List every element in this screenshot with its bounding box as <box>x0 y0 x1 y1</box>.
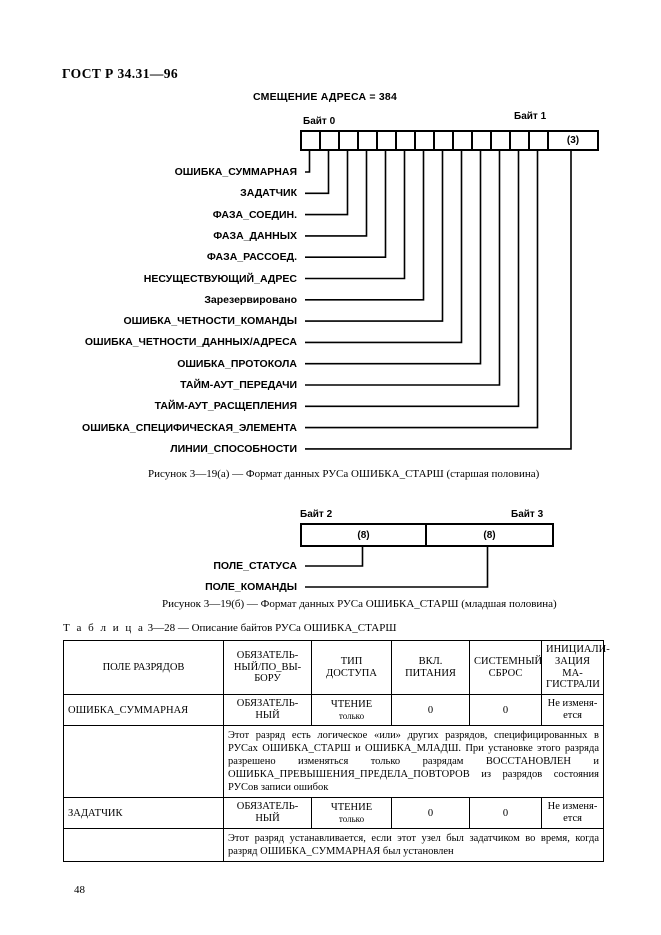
header-power-on: ВКЛ. ПИТАНИЯ <box>391 640 470 695</box>
bit-label: ТАЙМ-АУТ_РАСЩЕПЛЕНИЯ <box>154 400 297 413</box>
bit-cell <box>397 132 416 149</box>
table-row: ЗАДАТЧИК ОБЯЗАТЕЛЬ- НЫЙ ЧТЕНИЕ только 0 … <box>63 797 604 830</box>
cell-note-spacer <box>63 828 224 863</box>
leader-line <box>305 151 368 237</box>
page-number: 48 <box>74 884 85 896</box>
cell-bus-init: Не изменя- ется <box>541 693 604 727</box>
bit-cell <box>416 132 435 149</box>
leader-line <box>305 151 463 344</box>
byte1-label: Байт 1 <box>514 111 547 122</box>
header-system-reset: СИСТЕМНЫЙ СБРОС <box>469 640 542 695</box>
bit-label: ОШИБКА_ЧЕТНОСТИ_КОМАНДЫ <box>123 315 297 328</box>
byte-cell: (8) <box>483 529 496 541</box>
cell-field: ЗАДАТЧИК <box>63 797 224 830</box>
cell-note: Этот разряд есть логическое «или» других… <box>223 725 604 799</box>
bit-label: ОШИБКА_ПРОТОКОЛА <box>177 357 297 370</box>
table-caption-rest: 3—28 — Описание байтов РУСа ОШИБКА_СТАРШ <box>147 622 397 634</box>
leader-line <box>305 151 482 365</box>
byte3-label: Байт 3 <box>511 509 544 520</box>
bit-label: ОШИБКА_ЧЕТНОСТИ_ДАННЫХ/АДРЕСА <box>84 336 297 349</box>
table-note-row: Этот разряд есть логическое «или» других… <box>63 725 604 799</box>
leader-line <box>305 151 572 450</box>
bit-label: ФАЗА_СОЕДИН. <box>212 208 297 221</box>
cell-access-type: ЧТЕНИЕ только <box>311 797 392 830</box>
bit-cell <box>302 132 321 149</box>
register-description-table: ПОЛЕ РАЗРЯДОВ ОБЯЗАТЕЛЬ- НЫЙ/ПО_ВЫ- БОРУ… <box>63 640 610 863</box>
bit-label: ЗАДАТЧИК <box>240 187 297 200</box>
byte0-label: Байт 0 <box>303 116 336 127</box>
leader-line <box>305 151 406 280</box>
leader-line <box>305 151 330 195</box>
bit-label: ФАЗА_ДАННЫХ <box>213 229 297 242</box>
leader-line <box>305 547 489 588</box>
leader-line <box>305 151 520 408</box>
bit-label: НЕСУЩЕСТВУЮЩИЙ_АДРЕС <box>143 272 297 285</box>
bit-cell-wide: (3) <box>566 135 580 146</box>
bit-cell <box>492 132 511 149</box>
table-caption-prefix: Т а б л и ц а <box>63 622 145 634</box>
leader-line <box>305 151 387 258</box>
cell-mandatory: ОБЯЗАТЕЛЬ- НЫЙ <box>223 797 312 830</box>
cell-note-spacer <box>63 725 224 799</box>
leader-line <box>305 151 539 429</box>
cell-note: Этот разряд устанавливается, если этот у… <box>223 828 604 863</box>
cell-mandatory: ОБЯЗАТЕЛЬ- НЫЙ <box>223 693 312 727</box>
bit-cell <box>340 132 359 149</box>
leader-line <box>305 151 425 301</box>
cell-power-on: 0 <box>391 693 470 727</box>
bit-cell <box>378 132 397 149</box>
cell-system-reset: 0 <box>469 797 542 830</box>
figure-b-caption: Рисунок 3—19(б) — Формат данных РУСа ОШИ… <box>162 598 557 610</box>
header-bus-init: ИНИЦИАЛИ- ЗАЦИЯ МА- ГИСТРАЛИ <box>541 640 610 695</box>
cell-access-type: ЧТЕНИЕ только <box>311 693 392 727</box>
bit-label: Зарезервировано <box>204 293 297 306</box>
bit-cell <box>473 132 492 149</box>
byte-cell: (8) <box>302 525 427 545</box>
cell-field: ОШИБКА_СУММАРНАЯ <box>63 693 224 727</box>
bit-field-row-lower: (8) (8) <box>300 523 554 547</box>
header-mandatory: ОБЯЗАТЕЛЬ- НЫЙ/ПО_ВЫ- БОРУ <box>223 640 312 695</box>
leader-line <box>305 151 501 386</box>
address-offset-title: СМЕЩЕНИЕ АДРЕСА = 384 <box>253 91 397 103</box>
table-caption: Т а б л и ц а 3—28 — Описание байтов РУС… <box>63 622 396 634</box>
bit-cell <box>530 132 549 149</box>
byte2-label: Байт 2 <box>300 509 333 520</box>
bit-cell <box>321 132 340 149</box>
leader-line <box>305 547 364 567</box>
bit-label: ФАЗА_РАССОЕД. <box>206 251 297 264</box>
bit-label: ЛИНИИ_СПОСОБНОСТИ <box>170 442 297 455</box>
bit-cell <box>511 132 530 149</box>
byte-label: ПОЛЕ_СТАТУСА <box>213 560 297 572</box>
bit-cell <box>435 132 454 149</box>
bit-label: ОШИБКА_СПЕЦИФИЧЕСКАЯ_ЭЛЕМЕНТА <box>82 421 297 434</box>
cell-power-on: 0 <box>391 797 470 830</box>
standard-number: ГОСТ Р 34.31—96 <box>62 66 179 81</box>
bit-field-row-upper: (3) <box>300 130 599 151</box>
bit-label: ОШИБКА_СУММАРНАЯ <box>174 166 297 178</box>
bit-cell <box>359 132 378 149</box>
leader-line <box>305 151 349 216</box>
table-header-row: ПОЛЕ РАЗРЯДОВ ОБЯЗАТЕЛЬ- НЫЙ/ПО_ВЫ- БОРУ… <box>63 640 610 695</box>
header-access-type: ТИП ДОСТУПА <box>311 640 392 695</box>
bit-label: ТАЙМ-АУТ_ПЕРЕДАЧИ <box>180 379 297 391</box>
cell-bus-init: Не изменя- ется <box>541 797 604 830</box>
figure-a-caption: Рисунок 3—19(а) — Формат данных РУСа ОШИ… <box>148 468 540 480</box>
leader-line <box>305 151 444 322</box>
leader-line <box>305 151 311 173</box>
table-row: ОШИБКА_СУММАРНАЯ ОБЯЗАТЕЛЬ- НЫЙ ЧТЕНИЕ т… <box>63 693 604 727</box>
cell-system-reset: 0 <box>469 693 542 727</box>
header-field: ПОЛЕ РАЗРЯДОВ <box>63 640 224 695</box>
bit-cell <box>454 132 473 149</box>
table-note-row: Этот разряд устанавливается, если этот у… <box>63 828 604 863</box>
byte-label: ПОЛЕ_КОМАНДЫ <box>205 581 297 593</box>
